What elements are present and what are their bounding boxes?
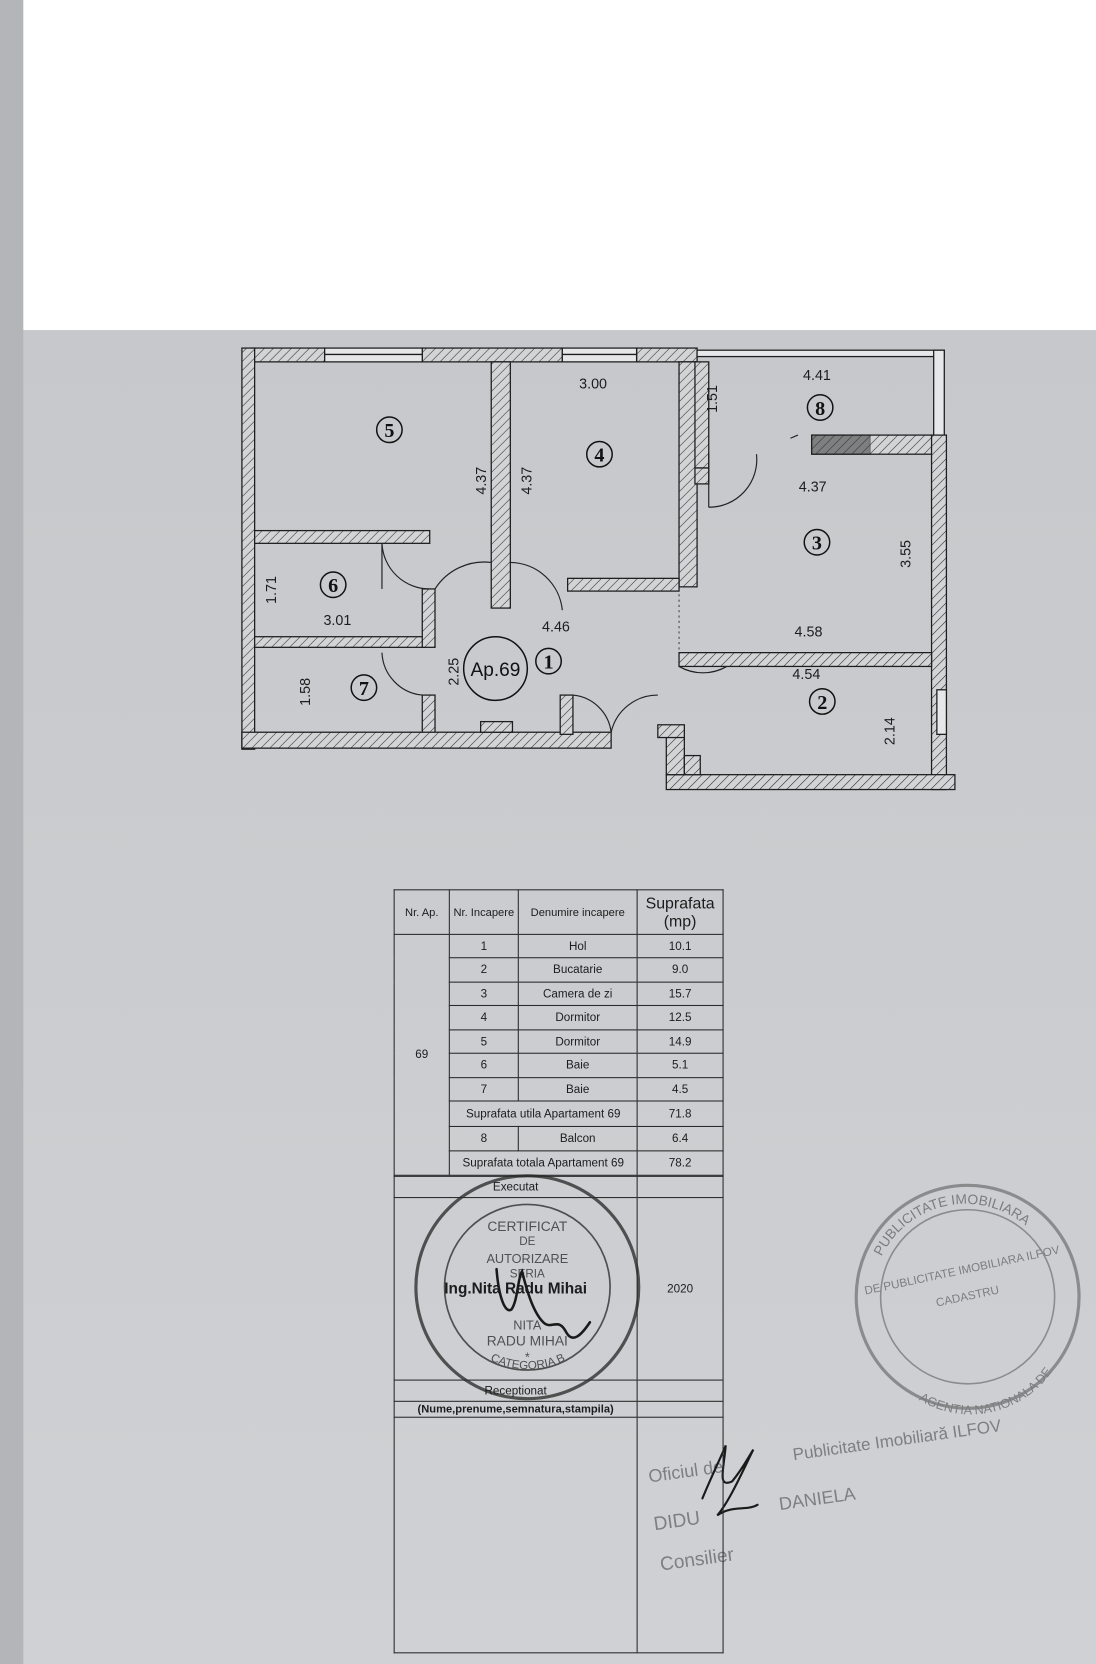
- receptionat-sign-row: [393, 1416, 724, 1654]
- receptionat-label: Receptionat: [393, 1379, 638, 1402]
- cell-room-nr: 6: [448, 1052, 519, 1079]
- area-table: Nr. Ap. Nr. Incapere Denumire incapere S…: [393, 889, 724, 1176]
- cell-totala-label: Suprafata totala Apartament 69: [448, 1150, 638, 1176]
- plan-dimensions: 3.00 4.41 1.51 4.37 4.37 4.37 3.55 4.58 …: [264, 368, 914, 745]
- cell-room-area: 9.0: [636, 957, 724, 983]
- apartment-label: Ap.69: [471, 660, 521, 681]
- room-number-5: 5: [384, 420, 394, 442]
- plan-walls: [241, 347, 956, 791]
- table-row: 6 Baie 5.1: [394, 1052, 724, 1079]
- dim-hall-depth: 2.25: [446, 658, 462, 686]
- cell-room-name: Balcon: [517, 1125, 638, 1152]
- blank-white-band: [23, 0, 1096, 331]
- cell-room-name: Baie: [517, 1052, 638, 1079]
- room-number-4: 4: [594, 445, 604, 467]
- header-suprafata: Suprafata (mp): [636, 889, 724, 935]
- table-row-totala: Suprafata totala Apartament 69 78.2: [394, 1150, 724, 1176]
- header-denumire: Denumire incapere: [517, 889, 638, 935]
- cell-room-area: 14.9: [636, 1029, 724, 1054]
- door-swings: [381, 434, 799, 733]
- room-number-7: 7: [359, 678, 369, 700]
- room-number-6: 6: [328, 575, 338, 597]
- dim-room4-depth: 4.37: [520, 467, 536, 495]
- cell-room-name: Camera de zi: [517, 981, 638, 1007]
- executat-sign-row: Ing.Nita Radu Mihai 2020: [393, 1197, 724, 1381]
- dim-room2-depth: 2.14: [882, 717, 898, 745]
- receptionat-sign-area: [393, 1416, 638, 1654]
- cell-room-area: 10.1: [636, 933, 724, 959]
- cell-room-name: Baie: [517, 1077, 638, 1102]
- stamp-ocpi-line: CADASTRU: [935, 1283, 1000, 1309]
- executat-row: Executat: [393, 1175, 724, 1199]
- header-nr-incapere: Nr. Incapere: [448, 889, 519, 935]
- cell-room-nr: 7: [448, 1077, 519, 1102]
- table-header-row: Nr. Ap. Nr. Incapere Denumire incapere S…: [393, 889, 724, 935]
- cell-room-nr: 4: [448, 1004, 519, 1031]
- executat-label: Executat: [393, 1175, 638, 1199]
- office-line: DANIELA: [778, 1484, 857, 1515]
- cell-room-area: 6.4: [636, 1125, 724, 1152]
- dim-room6-width: 3.01: [323, 613, 351, 629]
- room-number-3: 3: [812, 533, 822, 555]
- table-row-utila: Suprafata utila Apartament 69 71.8: [394, 1100, 724, 1127]
- table-row: 7 Baie 4.5: [394, 1077, 724, 1102]
- dim-hall-width: 4.46: [542, 619, 570, 635]
- table-row: 69 1 Hol 10.1: [393, 933, 724, 1176]
- cell-room-nr: 8: [448, 1125, 519, 1152]
- cell-room-area: 15.7: [636, 981, 724, 1007]
- receptionat-note-row: (Nume,prenume,semnatura,stampila): [393, 1400, 724, 1418]
- table-row-balcon: 8 Balcon 6.4: [394, 1125, 724, 1152]
- room-number-2: 2: [817, 692, 827, 714]
- cell-room-area: 12.5: [636, 1004, 724, 1031]
- signature-table: Executat Ing.Nita Radu Mihai 2020 Recept…: [393, 1175, 724, 1654]
- dim-room7-depth: 1.58: [298, 678, 314, 706]
- cell-nr-ap: 69: [393, 933, 450, 1176]
- cell-room-nr: 1: [448, 933, 519, 959]
- dim-room3-depth: 3.55: [898, 540, 914, 568]
- cell-utila-label: Suprafata utila Apartament 69: [448, 1100, 638, 1127]
- table-row: 2 Bucatarie 9.0: [394, 957, 724, 983]
- cell-room-name: Hol: [517, 933, 638, 959]
- cell-room-area: 5.1: [636, 1052, 724, 1079]
- cell-room-nr: 5: [448, 1029, 519, 1054]
- dim-room8-width: 4.41: [803, 368, 831, 384]
- engineer-name: Ing.Nita Radu Mihai: [393, 1197, 638, 1381]
- room-number-1: 1: [543, 652, 553, 674]
- cell-room-nr: 2: [448, 957, 519, 983]
- receptionat-note: (Nume,prenume,semnatura,stampila): [393, 1400, 638, 1418]
- cell-room-name: Dormitor: [517, 1029, 638, 1054]
- executat-year: 2020: [636, 1197, 724, 1381]
- cell-totala-value: 78.2: [636, 1150, 724, 1176]
- room-numbers: [319, 394, 836, 715]
- cell-utila-value: 71.8: [636, 1100, 724, 1127]
- room-number-8: 8: [815, 398, 825, 420]
- dim-room3-bottom: 4.58: [795, 625, 823, 641]
- dim-room2-width: 4.54: [792, 667, 820, 683]
- scan-edge-strip: [0, 0, 24, 1664]
- room-number-labels: 1 2 3 4 5 6 7 8 Ap.69: [328, 398, 827, 714]
- dim-room4-width: 3.00: [579, 376, 607, 392]
- cell-room-nr: 3: [448, 981, 519, 1007]
- dim-room5-depth: 4.37: [474, 467, 490, 495]
- header-nr-ap: Nr. Ap.: [393, 889, 450, 935]
- office-line: Publicitate Imobiliară ILFOV: [792, 1416, 1004, 1464]
- dim-room3-top: 4.37: [799, 479, 827, 495]
- table-row: 4 Dormitor 12.5: [394, 1004, 724, 1031]
- dim-room6-depth: 1.71: [264, 576, 280, 604]
- cell-room-name: Bucatarie: [517, 957, 638, 983]
- cell-room-area: 4.5: [636, 1077, 724, 1102]
- receptionat-row: Receptionat: [393, 1379, 724, 1402]
- ocpi-stamp: PUBLICITATE IMOBILIARA DE PUBLICITATE IM…: [854, 1177, 1081, 1430]
- cell-room-name: Dormitor: [517, 1004, 638, 1031]
- dim-room8-depth: 1.51: [705, 385, 721, 413]
